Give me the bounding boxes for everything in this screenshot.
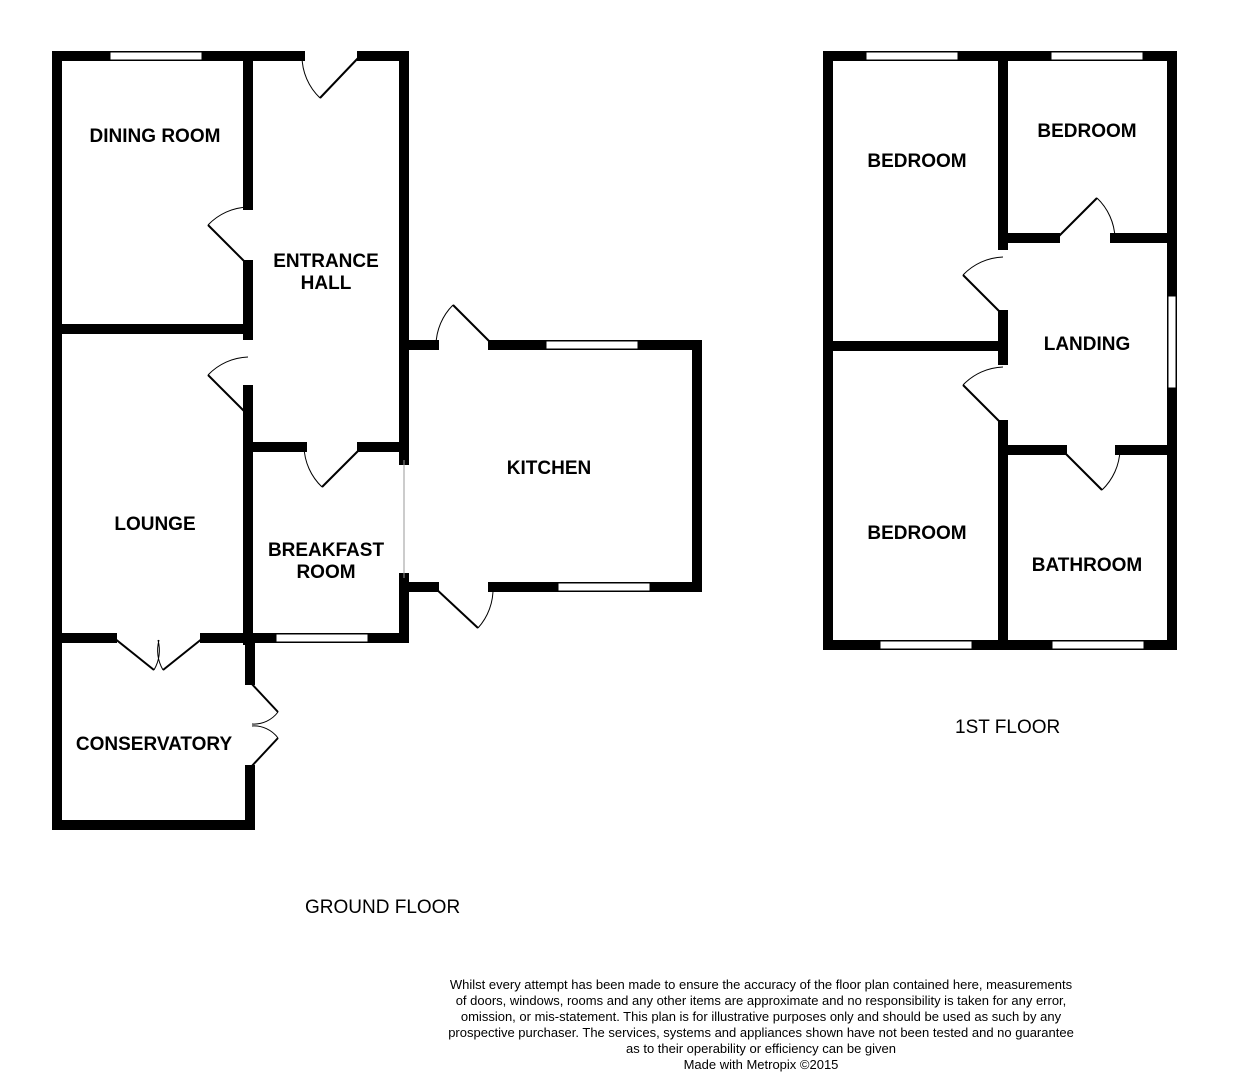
credit-text: Made with Metropix ©2015 xyxy=(683,1057,839,1072)
ground-floor-room-labels: DINING ROOM ENTRANCE HALL LOUNGE BREAKFA… xyxy=(76,126,591,755)
first-floor-room-labels: BEDROOM BEDROOM LANDING BEDROOM BATHROOM xyxy=(867,121,1142,576)
ground-floor-title: GROUND FLOOR xyxy=(305,897,461,918)
landing-label: LANDING xyxy=(1044,334,1131,355)
breakfast-room-label-line2: ROOM xyxy=(296,562,355,583)
conservatory-label: CONSERVATORY xyxy=(76,734,233,755)
bedroom-3-label: BEDROOM xyxy=(867,523,966,544)
kitchen-label: KITCHEN xyxy=(507,458,591,479)
ground-floor-doors xyxy=(113,55,494,769)
disclaimer-line: as to their operability or efficiency ca… xyxy=(625,1041,897,1056)
disclaimer-text: Whilst every attempt has been made to en… xyxy=(411,977,1111,1073)
ground-floor-windows xyxy=(109,51,651,643)
first-floor-windows xyxy=(865,51,1177,650)
bathroom-label: BATHROOM xyxy=(1032,555,1142,576)
bedroom-1-label: BEDROOM xyxy=(867,151,966,172)
entrance-hall-label-line2: HALL xyxy=(301,273,352,294)
breakfast-room-label-line1: BREAKFAST xyxy=(268,540,385,561)
first-floor-doors xyxy=(962,197,1121,491)
first-floor-title: 1ST FLOOR xyxy=(955,717,1061,738)
ground-floor-walls xyxy=(52,51,702,830)
disclaimer-line: of doors, windows, rooms and any other i… xyxy=(455,993,1067,1008)
entrance-hall-label-line1: ENTRANCE xyxy=(273,251,379,272)
lounge-label: LOUNGE xyxy=(114,514,195,535)
disclaimer-line: prospective purchaser. The services, sys… xyxy=(448,1025,1074,1040)
disclaimer-line: omission, or mis-statement. This plan is… xyxy=(460,1009,1062,1024)
bedroom-2-label: BEDROOM xyxy=(1037,121,1136,142)
dining-room-label: DINING ROOM xyxy=(90,126,221,147)
disclaimer-line: Whilst every attempt has been made to en… xyxy=(449,977,1073,992)
